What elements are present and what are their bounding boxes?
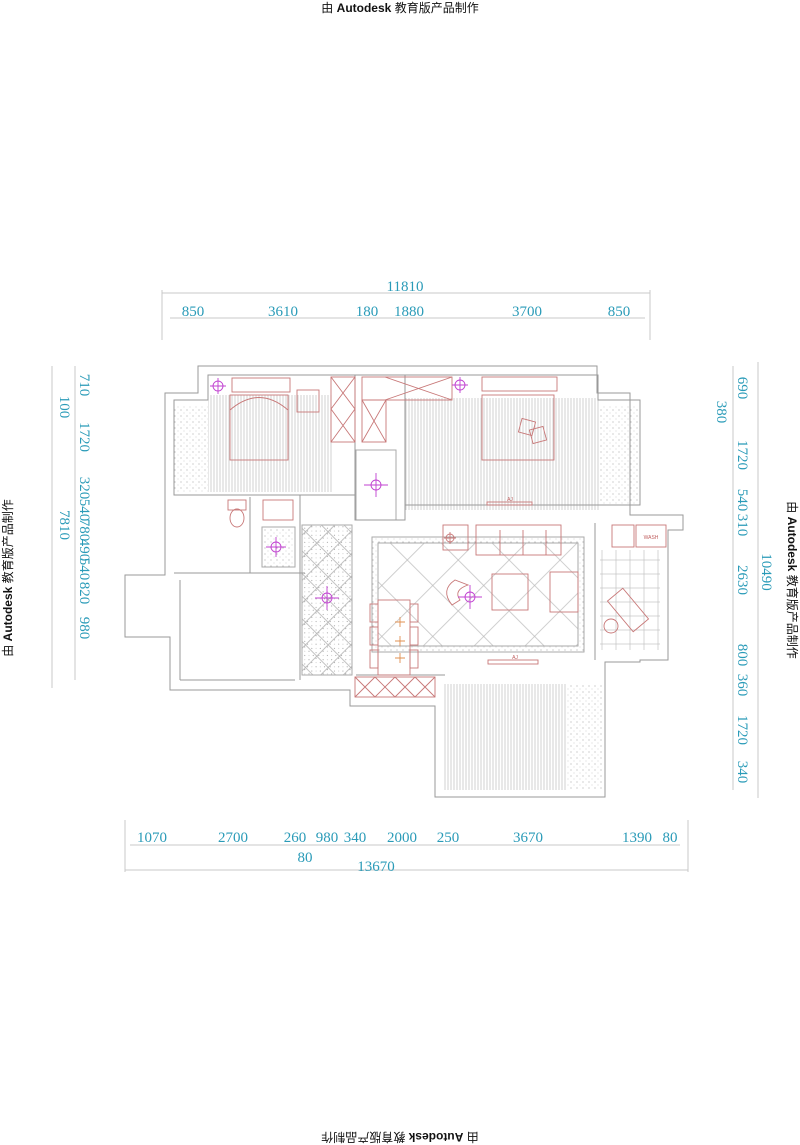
dimension-right: 690 bbox=[734, 377, 750, 400]
lounge-chair bbox=[446, 579, 470, 606]
master-desk-chair bbox=[296, 389, 320, 413]
dimension-lines bbox=[51, 290, 759, 872]
dimension-top: 850 bbox=[608, 304, 631, 320]
tv-label-bedroom: AJ bbox=[507, 497, 513, 503]
dimension-right: 340 bbox=[734, 761, 750, 784]
dimension-bottom: 260 bbox=[284, 830, 307, 846]
dimension-left: 820 bbox=[76, 582, 92, 605]
side-table bbox=[442, 524, 469, 551]
dimension-right: 800 bbox=[734, 644, 750, 667]
dimension-top-total: 11810 bbox=[387, 279, 424, 295]
armchair bbox=[549, 571, 579, 613]
dimension-left: 540 bbox=[76, 499, 92, 522]
round-table bbox=[603, 618, 619, 634]
dimension-bottom: 980 bbox=[316, 830, 339, 846]
svg-text:由 Autodesk 教育版产品制作: 由 Autodesk 教育版产品制作 bbox=[0, 499, 15, 656]
dimension-bottom: 1390 bbox=[622, 830, 652, 846]
dimension-right-total: 10490 bbox=[758, 553, 774, 591]
dimension-right: 540 bbox=[734, 489, 750, 512]
dimension-right: 2630 bbox=[734, 565, 750, 595]
svg-text:由 Autodesk 教育版产品制作: 由 Autodesk 教育版产品制作 bbox=[785, 501, 800, 658]
dimension-left: 490 bbox=[76, 539, 92, 562]
master-bedroom-floor bbox=[208, 395, 333, 492]
dimension-left-outer: 100 bbox=[56, 396, 72, 419]
dimension-bottom: 3670 bbox=[513, 830, 543, 846]
dimension-top: 1880 bbox=[394, 304, 424, 320]
washing-machine bbox=[635, 524, 667, 548]
washer-label: WASH bbox=[644, 535, 659, 541]
recliner bbox=[606, 587, 650, 633]
dimension-top: 3700 bbox=[512, 304, 542, 320]
dimension-bottom: 80 bbox=[663, 830, 678, 846]
third-bedroom-floor bbox=[444, 684, 567, 790]
dimension-right: 360 bbox=[734, 674, 750, 697]
right-balcony-floor bbox=[600, 405, 638, 505]
dimension-left: 980 bbox=[76, 617, 92, 640]
left-balcony-floor bbox=[174, 405, 208, 492]
dimension-labels: 11810 850 3610 180 1880 3700 850 100 7810 710 1720… bbox=[56, 279, 774, 875]
dimension-left-outer: 7810 bbox=[56, 510, 72, 540]
coffee-table bbox=[491, 573, 529, 611]
master-wardrobe bbox=[330, 376, 356, 443]
floor-plan: AJ AJ WASH bbox=[124, 365, 684, 798]
watermark-top: 由 Autodesk 教育版产品制作 bbox=[321, 0, 478, 15]
sofa bbox=[475, 524, 562, 556]
dimension-left: 320 bbox=[76, 477, 92, 500]
dimension-bottom-total: 13670 bbox=[357, 859, 395, 875]
toilet bbox=[227, 499, 247, 511]
dimension-right: 1720 bbox=[734, 715, 750, 745]
ceiling-lamps bbox=[210, 377, 482, 663]
bottom-balcony-floor bbox=[567, 684, 603, 790]
dimension-bottom: 2700 bbox=[218, 830, 248, 846]
dimension-bottom: 340 bbox=[344, 830, 367, 846]
second-bed bbox=[481, 376, 558, 461]
dimension-bottom-extra: 80 bbox=[298, 850, 313, 866]
outer-wall bbox=[124, 365, 684, 798]
dimension-left: 780 bbox=[76, 519, 92, 542]
laundry-sink bbox=[611, 524, 635, 548]
second-wardrobe bbox=[361, 376, 453, 443]
tv-cabinet bbox=[487, 659, 539, 665]
dimension-right-extra: 380 bbox=[713, 401, 729, 424]
watermark-bottom: 由 Autodesk 教育版产品制作 bbox=[321, 1130, 478, 1145]
bathroom-sink bbox=[262, 499, 294, 521]
dimension-top: 180 bbox=[356, 304, 379, 320]
dimension-left: 1720 bbox=[76, 422, 92, 452]
dimension-right: 310 bbox=[734, 514, 750, 537]
watermark-left: 由 Autodesk 教育版产品制作 bbox=[0, 499, 15, 656]
dimension-right: 1720 bbox=[734, 440, 750, 470]
dimension-bottom: 2000 bbox=[387, 830, 417, 846]
dimension-bottom: 1070 bbox=[137, 830, 167, 846]
master-bed bbox=[229, 377, 291, 461]
svg-text:由 Autodesk 教育版产品制作: 由 Autodesk 教育版产品制作 bbox=[321, 0, 478, 15]
dimension-top: 3610 bbox=[268, 304, 298, 320]
dimension-left: 540 bbox=[76, 558, 92, 581]
dining-table bbox=[369, 599, 419, 676]
dimension-left: 710 bbox=[76, 374, 92, 397]
watermark-right: 由 Autodesk 教育版产品制作 bbox=[785, 501, 800, 658]
tv-cabinet-bedroom bbox=[486, 501, 533, 506]
tv-label: AJ bbox=[512, 655, 518, 661]
dimension-top: 850 bbox=[182, 304, 205, 320]
dimension-bottom: 250 bbox=[437, 830, 460, 846]
second-bedroom-floor bbox=[405, 398, 600, 510]
dining-cabinet bbox=[354, 676, 436, 698]
svg-text:由 Autodesk 教育版产品制作: 由 Autodesk 教育版产品制作 bbox=[321, 1130, 478, 1145]
